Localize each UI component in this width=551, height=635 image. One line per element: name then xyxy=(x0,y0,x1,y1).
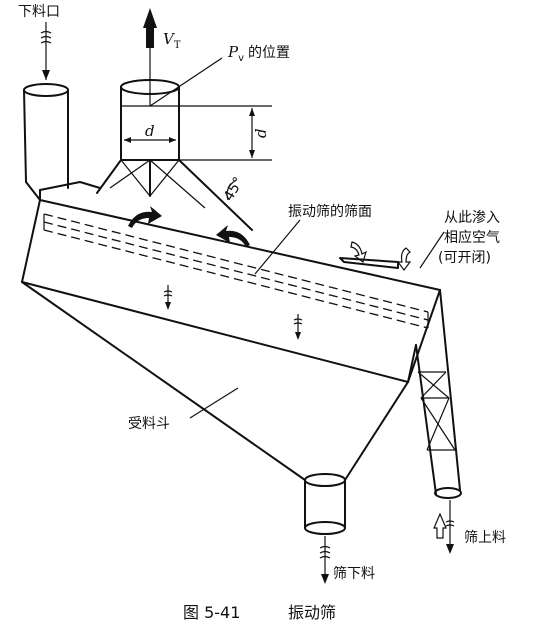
screen-body xyxy=(21,181,441,383)
air-label-line2: 相应空气 xyxy=(444,229,500,246)
hopper-leader xyxy=(189,387,239,419)
figure-number: 图 5-41 xyxy=(183,603,240,622)
airflow-arrow-left xyxy=(128,206,162,228)
diameter-dimension xyxy=(124,137,176,143)
inlet-label: 下料口 xyxy=(18,4,60,20)
pv-leader xyxy=(149,57,223,107)
oversize-label: 筛上料 xyxy=(464,530,506,546)
velocity-label: VT xyxy=(163,30,181,51)
undersize-arrow xyxy=(319,536,331,584)
falling-arrow-2 xyxy=(293,314,303,340)
screen-surface xyxy=(43,213,429,329)
air-label-line1: 从此渗入 xyxy=(444,210,500,226)
falling-arrow-1 xyxy=(163,285,173,310)
air-entry-arrows xyxy=(350,241,412,271)
vertical-dimension xyxy=(179,105,272,161)
screen-surface-label: 振动筛的筛面 xyxy=(288,204,372,220)
air-label-line3: (可开闭) xyxy=(438,250,491,266)
inlet-chute xyxy=(23,83,69,201)
undersize-label: 筛下料 xyxy=(333,566,375,582)
diameter-label: d xyxy=(145,122,155,140)
exhaust-duct xyxy=(96,79,253,231)
oversize-chute xyxy=(415,289,462,499)
inlet-arrow xyxy=(40,22,52,80)
angle-label: 45° xyxy=(221,174,247,204)
angle-arc xyxy=(226,179,237,201)
air-leader xyxy=(419,231,445,269)
airflow-arrow-right xyxy=(216,225,250,247)
figure-title: 振动筛 xyxy=(288,603,336,622)
receiving-hopper xyxy=(21,281,409,535)
oversize-arrow xyxy=(433,500,455,554)
velocity-arrow xyxy=(143,8,157,106)
vertical-diameter-label: d xyxy=(252,128,270,138)
hopper-label: 受料斗 xyxy=(128,416,170,432)
